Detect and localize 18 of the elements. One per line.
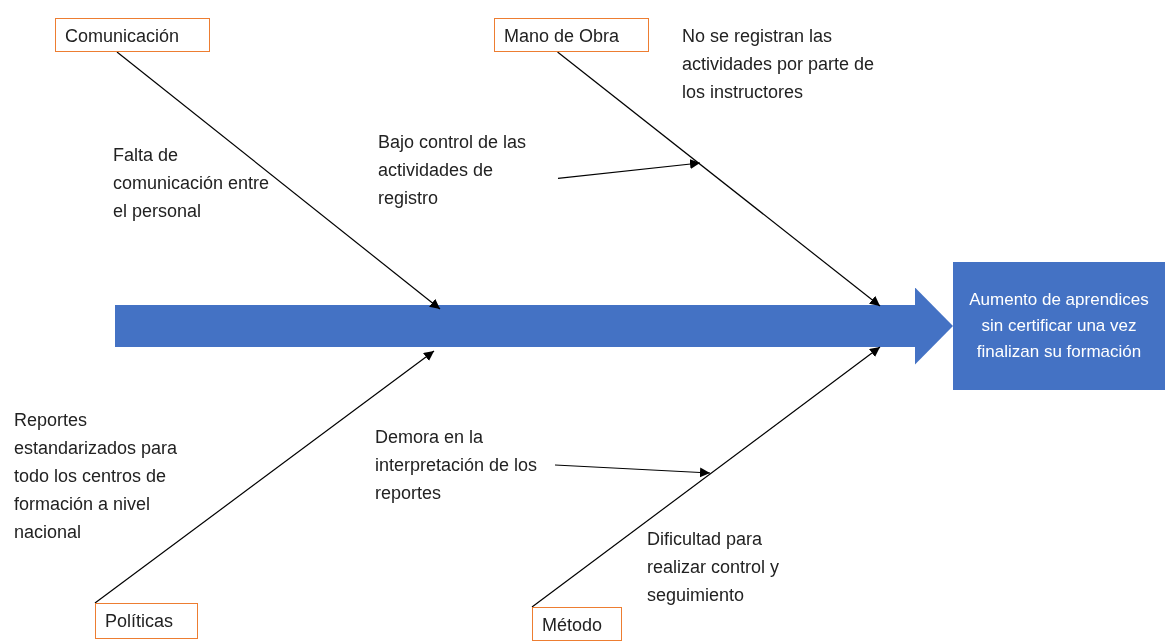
arrow	[556, 51, 881, 307]
category-box: Método	[532, 607, 622, 641]
category-box: Comunicación	[55, 18, 210, 52]
cause-text: Dificultad para realizar control y seguimiento	[647, 528, 781, 607]
cause-text: Falta de comunicación entre el personal	[113, 144, 271, 223]
arrow	[557, 159, 701, 179]
cause-text: Reportes estandarizados para todo los centros de formación a nivel nacional	[14, 409, 179, 544]
spine-arrow	[115, 287, 953, 365]
arrow	[531, 346, 881, 608]
arrow	[116, 51, 441, 310]
category-box: Políticas	[95, 603, 198, 639]
effect-box: Aumento de aprendices sin certificar una vez finalizan su formación	[953, 262, 1165, 390]
arrow	[554, 464, 711, 478]
cause-text: No se registran las actividades por parte de los instructores	[682, 25, 876, 104]
cause-text: Bajo control de las actividades de registro	[378, 128, 558, 212]
arrow	[94, 350, 435, 604]
category-box: Mano de Obra	[494, 18, 649, 52]
cause-text: Demora en la interpretación de los reportes	[375, 423, 555, 507]
